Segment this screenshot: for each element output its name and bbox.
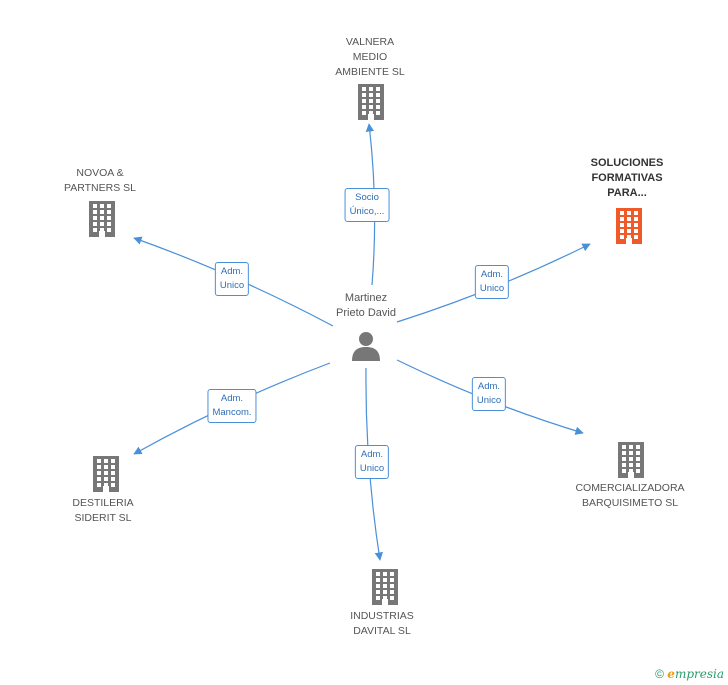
- building-icon[interactable]: [86, 201, 118, 237]
- relation-label-comercializadora[interactable]: Adm. Unico: [471, 377, 507, 411]
- company-name-novoa[interactable]: NOVOA & PARTNERS SL: [64, 167, 136, 194]
- person-icon[interactable]: [350, 330, 382, 362]
- company-name-comercializadora[interactable]: COMERCIALIZADORA BARQUISIMETO SL: [575, 482, 685, 509]
- brand-logo: empresia: [667, 667, 724, 681]
- copyright-symbol: ©: [655, 667, 664, 681]
- building-icon[interactable]: [90, 456, 122, 492]
- company-name-soluciones[interactable]: SOLUCIONES FORMATIVAS PARA...: [590, 157, 664, 199]
- building-icon[interactable]: [613, 208, 645, 244]
- building-icon[interactable]: [615, 442, 647, 478]
- building-icon[interactable]: [355, 84, 387, 120]
- company-name-industrias[interactable]: INDUSTRIAS DAVITAL SL: [350, 610, 414, 637]
- relation-label-novoa[interactable]: Adm. Unico: [214, 262, 250, 296]
- person-name[interactable]: Martinez Prieto David: [336, 292, 396, 319]
- relation-label-valnera[interactable]: Socio Único,...: [344, 188, 390, 222]
- relation-label-destileria[interactable]: Adm. Mancom.: [207, 389, 257, 423]
- relation-label-industrias[interactable]: Adm. Unico: [354, 445, 390, 479]
- relation-label-soluciones[interactable]: Adm. Unico: [474, 265, 510, 299]
- company-name-destileria[interactable]: DESTILERIA SIDERIT SL: [72, 497, 134, 524]
- company-name-valnera[interactable]: VALNERA MEDIO AMBIENTE SL: [335, 36, 405, 78]
- footer-brand: © empresia: [655, 667, 724, 681]
- building-icon[interactable]: [369, 569, 401, 605]
